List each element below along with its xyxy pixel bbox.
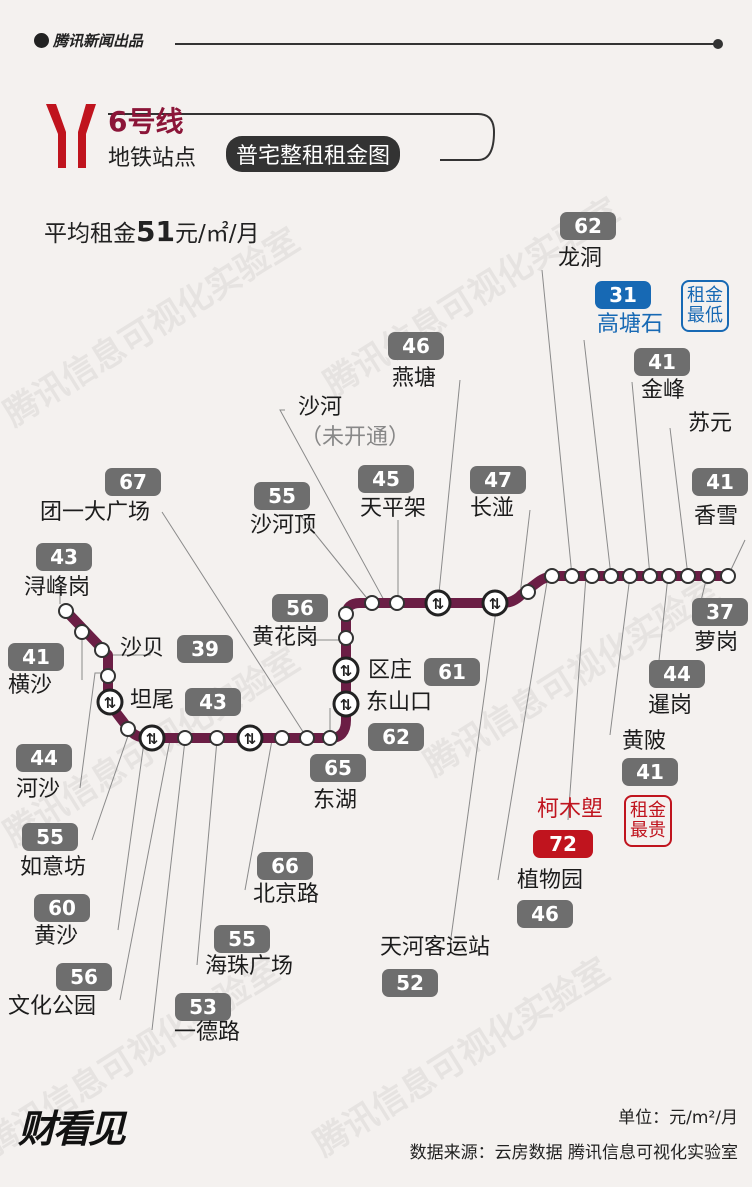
station-label: 文化公园	[8, 994, 97, 1019]
tencent-news-icon	[34, 33, 49, 48]
map-subtitle: 地铁站点	[108, 146, 197, 171]
price-badge: 60	[34, 894, 90, 922]
average-rent-value: 51	[136, 215, 175, 248]
price-badge: 41	[8, 643, 64, 671]
svg-text:⇅: ⇅	[104, 694, 117, 712]
average-rent-label: 平均租金	[44, 221, 136, 247]
interchange-icon: ⇅	[332, 690, 360, 718]
station-label: 如意坊	[20, 855, 87, 880]
svg-text:⇅: ⇅	[432, 595, 445, 613]
price-badge: 62	[560, 212, 616, 240]
price-badge: 56	[272, 594, 328, 622]
station-label: 金峰	[641, 378, 686, 403]
header-rule-dot	[713, 39, 723, 49]
interchange-icon: ⇅	[236, 724, 264, 752]
price-badge: 66	[257, 852, 313, 880]
station-label-lowest: 高塘石	[597, 312, 664, 337]
price-badge: 41	[692, 468, 748, 496]
station-dots	[58, 568, 736, 746]
price-badge: 37	[692, 598, 748, 626]
price-badge: 56	[56, 963, 112, 991]
price-badge-lowest: 31	[595, 281, 651, 309]
station-label: 沙河顶	[250, 513, 317, 538]
leader-lines	[59, 269, 746, 1031]
price-badge: 43	[185, 688, 241, 716]
station-label: 一德路	[174, 1020, 241, 1045]
price-badge: 55	[254, 482, 310, 510]
interchange-icon: ⇅	[424, 589, 452, 617]
caikanjian-logo: 财看见	[18, 1107, 126, 1151]
price-badge: 65	[310, 754, 366, 782]
map-title-pill: 普宅整租租金图	[226, 136, 401, 172]
data-source: 数据来源：云房数据 腾讯信息可视化实验室	[409, 1143, 738, 1163]
price-badge: 46	[388, 332, 444, 360]
line6-logo-icon	[46, 104, 96, 168]
price-badge: 45	[358, 465, 414, 493]
station-label: 海珠广场	[205, 954, 294, 979]
station-status-note: （未开通）	[300, 425, 411, 450]
interchange-icon: ⇅	[138, 724, 166, 752]
station-label: 苏元	[688, 411, 733, 436]
price-badge: 44	[16, 744, 72, 772]
svg-text:⇅: ⇅	[340, 662, 353, 680]
price-badge: 41	[622, 758, 678, 786]
price-badge: 61	[424, 658, 480, 686]
average-rent: 平均租金51元/㎡/月	[44, 214, 259, 248]
svg-text:⇅: ⇅	[489, 595, 502, 613]
station-label: 龙洞	[558, 246, 603, 271]
interchange-icons: ⇅ ⇅ ⇅ ⇅ ⇅ ⇅ ⇅	[96, 589, 509, 752]
station-label: 东湖	[313, 788, 358, 813]
station-label: 植物园	[517, 868, 584, 893]
brand-text: 腾讯新闻出品	[53, 32, 144, 50]
station-label: 团一大广场	[40, 500, 151, 525]
price-badge: 53	[175, 993, 231, 1021]
interchange-icon: ⇅	[96, 688, 124, 716]
station-label: 长湴	[470, 496, 515, 521]
price-badge: 55	[214, 925, 270, 953]
station-label: 区庄	[368, 658, 413, 683]
price-badge: 46	[517, 900, 573, 928]
price-badge: 41	[634, 348, 690, 376]
svg-text:⇅: ⇅	[146, 730, 159, 748]
price-badge: 52	[382, 969, 438, 997]
interchange-icon: ⇅	[481, 589, 509, 617]
station-label-highest: 柯木塱	[537, 797, 604, 822]
price-badge: 62	[368, 723, 424, 751]
svg-text:⇅: ⇅	[244, 730, 257, 748]
station-label: 黄陂	[622, 729, 667, 754]
station-label: 暹岗	[648, 693, 693, 718]
station-label: 天平架	[360, 496, 427, 521]
station-label: 北京路	[253, 882, 320, 907]
station-label: 东山口	[366, 690, 433, 715]
line-title: 6号线	[108, 105, 184, 138]
price-badge: 39	[177, 635, 233, 663]
highest-rent-note: 租金最贵	[624, 795, 672, 847]
station-label: 横沙	[8, 673, 53, 698]
price-badge: 55	[22, 823, 78, 851]
price-badge: 47	[470, 466, 526, 494]
lowest-rent-note: 租金最低	[681, 280, 729, 332]
station-label: 坦尾	[130, 688, 175, 713]
interchange-icon: ⇅	[332, 656, 360, 684]
station-label: 黄花岗	[252, 625, 319, 650]
price-badge: 43	[36, 543, 92, 571]
average-rent-unit: 元/㎡/月	[174, 221, 260, 247]
price-badge: 44	[649, 660, 705, 688]
station-label: 燕塘	[392, 366, 437, 391]
station-label: 香雪	[694, 504, 739, 529]
svg-text:⇅: ⇅	[340, 696, 353, 714]
price-badge: 67	[105, 468, 161, 496]
station-label: 萝岗	[694, 630, 739, 655]
station-label: 天河客运站	[380, 935, 491, 960]
station-label: 黄沙	[34, 924, 79, 949]
station-label: 河沙	[16, 777, 61, 802]
station-label: 沙贝	[120, 636, 165, 661]
brand-logo: 腾讯新闻出品	[34, 30, 143, 51]
title-bracket	[108, 113, 496, 161]
station-label: 浔峰岗	[24, 575, 91, 600]
price-badge-highest: 72	[533, 830, 593, 858]
station-label: 沙河	[298, 395, 343, 420]
unit-note: 单位：元/m²/月	[618, 1108, 738, 1128]
